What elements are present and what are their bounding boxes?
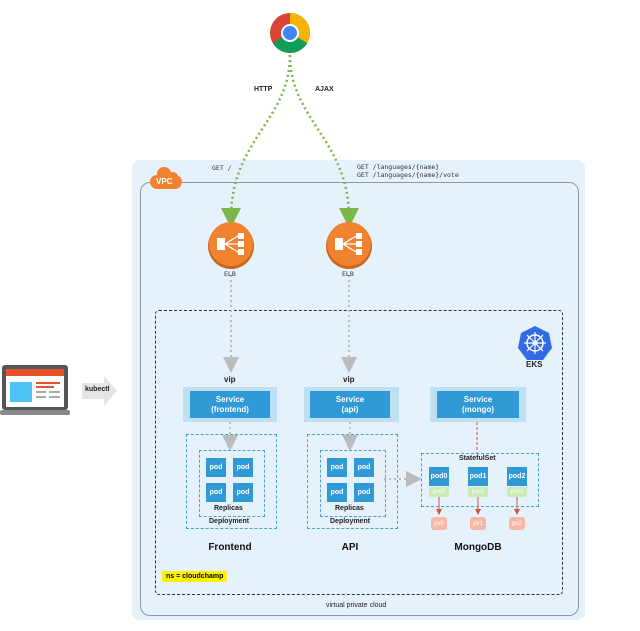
laptop-icon: [0, 365, 70, 415]
chrome-icon: [270, 13, 310, 53]
vpc-footer: virtual private cloud: [326, 602, 387, 609]
deployment-label: Deployment: [330, 518, 371, 525]
api-route-2: GET /languages/{name}/vote: [357, 171, 459, 179]
eks-cluster-box: [155, 310, 563, 595]
kubernetes-icon: [518, 326, 552, 360]
replicas-label: Replicas: [214, 505, 243, 512]
api-title: API: [341, 542, 359, 553]
http-arrow: [221, 54, 292, 228]
pv: pv1: [470, 517, 486, 530]
pvc: pvc1: [468, 487, 488, 497]
namespace-badge: ns = cloudchamp: [162, 571, 228, 582]
vpc-cloud-icon: [150, 167, 182, 189]
statefulset-label: StatefulSet: [459, 455, 496, 462]
elb-label-api: ELB: [342, 270, 354, 278]
kubectl-label: kubectl: [85, 386, 110, 393]
vip-label-frontend: vip: [224, 375, 236, 384]
pv: pv2: [509, 517, 525, 530]
replicas-api: [320, 450, 386, 517]
pod[interactable]: pod2: [507, 467, 527, 486]
pod[interactable]: pod0: [429, 467, 449, 486]
elb-icon-frontend: [208, 222, 254, 269]
elb-icon-api: [326, 222, 372, 269]
eks-label: EKS: [526, 360, 543, 369]
pod[interactable]: pod: [206, 458, 226, 477]
pvc: pvc0: [429, 487, 449, 497]
vip-label-api: vip: [343, 375, 355, 384]
frontend-title: Frontend: [208, 542, 252, 553]
deployment-frontend: [186, 434, 277, 529]
statefulset-box: [421, 453, 539, 507]
kubectl-arrow: [82, 376, 117, 406]
api-route-1: GET /languages/{name}: [357, 163, 440, 171]
pod[interactable]: pod1: [468, 467, 488, 486]
ajax-label: AJAX: [315, 86, 334, 93]
vpc-inner-border: [140, 182, 579, 616]
pod[interactable]: pod: [233, 483, 253, 502]
pod[interactable]: pod: [327, 458, 347, 477]
replicas-frontend: [199, 450, 265, 517]
ajax-arrow: [288, 54, 359, 228]
pod[interactable]: pod: [354, 483, 374, 502]
vpc-label: VPC: [156, 177, 173, 186]
pod[interactable]: pod: [233, 458, 253, 477]
pod[interactable]: pod: [206, 483, 226, 502]
pod[interactable]: pod: [354, 458, 374, 477]
http-label: HTTP: [254, 86, 273, 93]
pvc: pvc2: [507, 487, 527, 497]
deployment-label: Deployment: [209, 518, 250, 525]
pv: pv0: [431, 517, 447, 530]
service-api[interactable]: Service(api): [310, 391, 390, 418]
replicas-label: Replicas: [335, 505, 364, 512]
pod[interactable]: pod: [327, 483, 347, 502]
deployment-api: [307, 434, 398, 529]
service-mongo[interactable]: Service(mongo): [437, 391, 519, 418]
service-frontend[interactable]: Service(frontend): [190, 391, 270, 418]
frontend-route: GET /: [212, 164, 232, 172]
mongodb-title: MongoDB: [454, 542, 502, 553]
elb-label-frontend: ELB: [224, 270, 236, 278]
